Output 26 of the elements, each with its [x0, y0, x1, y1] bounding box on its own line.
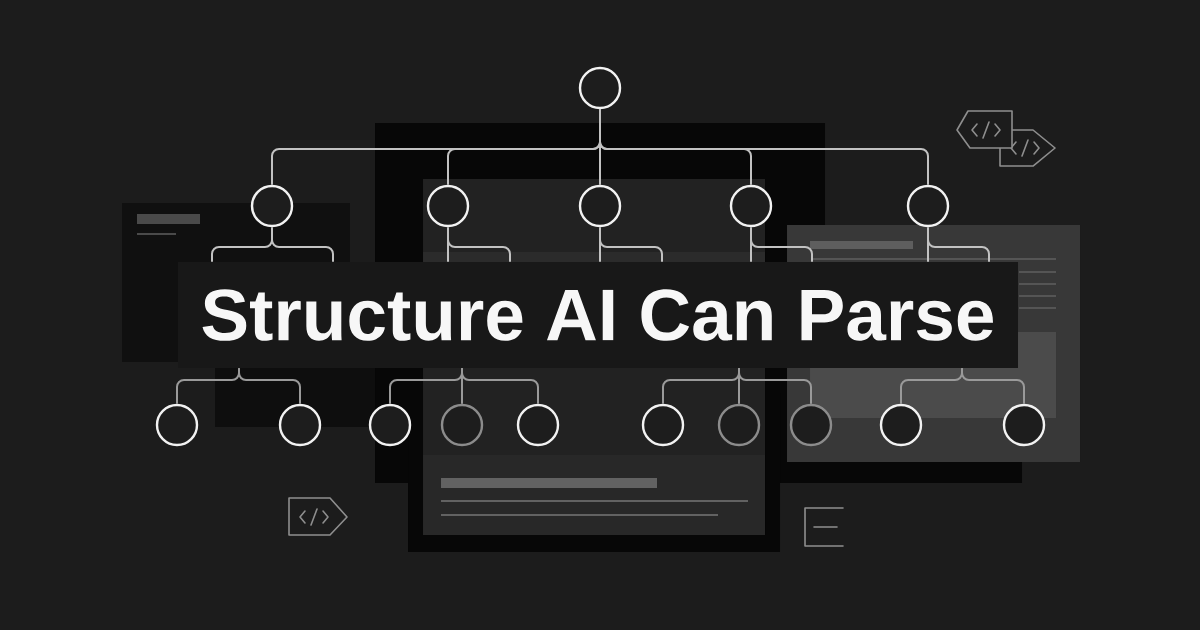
tree-connector: [599, 226, 663, 263]
brace-connector: [461, 367, 539, 405]
circle-node: [906, 184, 950, 228]
brace-connector: [238, 367, 301, 405]
circle-node: [578, 184, 622, 228]
brace-connector: [961, 367, 1025, 405]
circle-node: [578, 66, 622, 110]
circle-node: [729, 184, 773, 228]
circle-node: [1002, 403, 1046, 447]
tree-connector: [750, 226, 813, 263]
circle-node: [789, 403, 833, 447]
circle-node: [641, 403, 685, 447]
tree-connector: [927, 226, 990, 263]
tree-connector: [447, 226, 511, 263]
circle-node: [250, 184, 294, 228]
circle-node: [879, 403, 923, 447]
circle-node: [278, 403, 322, 447]
circle-node: [155, 403, 199, 447]
circle-node: [717, 403, 761, 447]
tree-connector: [599, 108, 929, 186]
circle-node: [440, 403, 484, 447]
title-banner: Structure AI Can Parse: [178, 262, 1018, 368]
circle-node: [426, 184, 470, 228]
brace-connector: [738, 367, 812, 405]
circle-node: [368, 403, 412, 447]
circle-node: [516, 403, 560, 447]
